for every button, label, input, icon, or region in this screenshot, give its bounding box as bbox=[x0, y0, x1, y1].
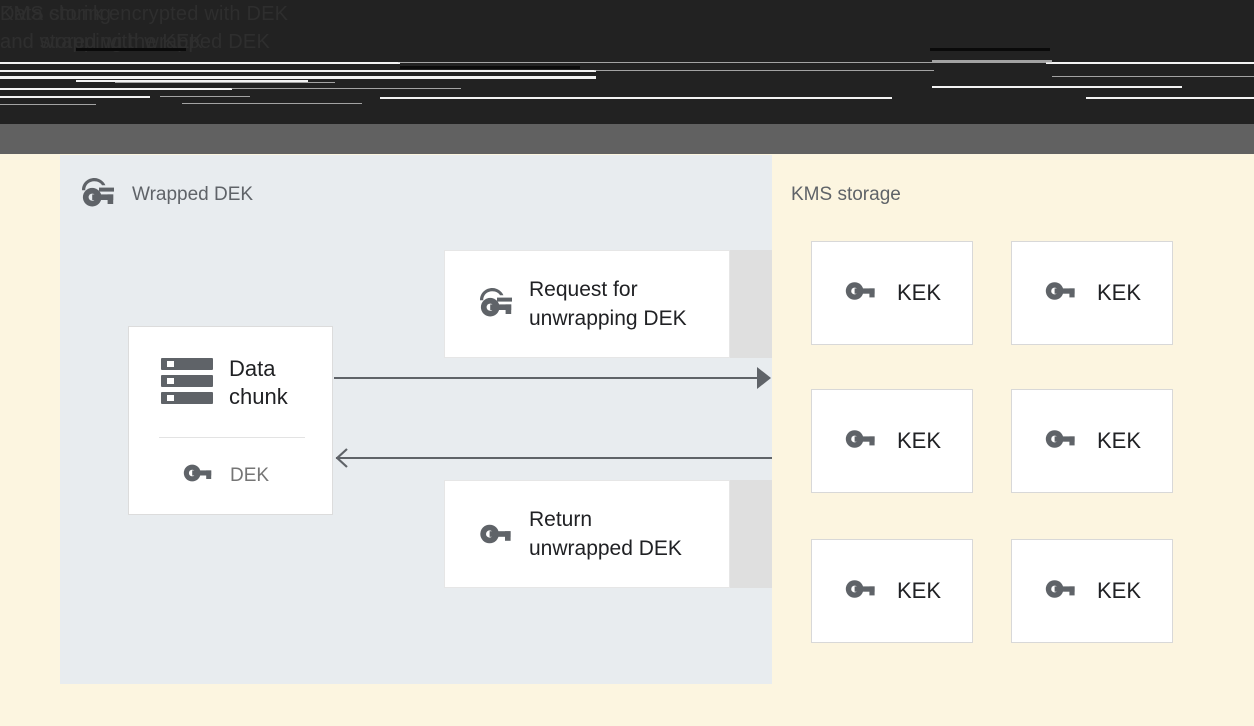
glitch-streak bbox=[115, 82, 335, 83]
kek-card[interactable]: KEK bbox=[811, 389, 973, 493]
glitch-streak bbox=[0, 76, 596, 79]
key-icon bbox=[477, 520, 515, 548]
kek-card-label: KEK bbox=[896, 280, 942, 305]
message-card-return[interactable]: Return unwrapped DEK bbox=[444, 480, 730, 588]
header-caption-left-line2: and stored with wrapped DEK bbox=[0, 31, 270, 53]
data-chunk-label: Data chunk bbox=[229, 356, 288, 409]
key-icon bbox=[843, 576, 879, 607]
key-icon bbox=[1043, 278, 1079, 309]
glitch-streak bbox=[0, 104, 96, 105]
glitch-streak bbox=[380, 97, 892, 99]
kek-card-label: KEK bbox=[1096, 280, 1142, 305]
glitch-streak bbox=[932, 86, 1182, 88]
glitch-streak bbox=[160, 96, 250, 97]
glitch-streak bbox=[0, 88, 232, 90]
header-dark-band: Data chunk encrypted with DEK and stored… bbox=[0, 0, 1254, 124]
data-chunk-row: Data chunk bbox=[159, 355, 324, 411]
kek-card[interactable]: KEK bbox=[811, 241, 973, 345]
kek-card[interactable]: KEK bbox=[811, 539, 973, 643]
kek-card-label: KEK bbox=[1096, 428, 1142, 453]
glitch-streak bbox=[182, 103, 362, 104]
kek-card[interactable]: KEK bbox=[1011, 389, 1173, 493]
header-gray-band bbox=[0, 124, 1254, 154]
header-caption-right-line2: and wrapping the KEK bbox=[0, 31, 204, 53]
key-icon bbox=[181, 460, 215, 491]
message-card-request-label: Request for unwrapping DEK bbox=[529, 278, 687, 330]
header-notch bbox=[0, 118, 62, 124]
glitch-streak bbox=[0, 70, 596, 72]
glitch-streak bbox=[1052, 76, 1254, 77]
glitch-streak bbox=[1086, 97, 1254, 99]
return-arrow-line bbox=[336, 457, 772, 459]
request-arrow-line bbox=[334, 377, 764, 379]
glitch-streak bbox=[76, 80, 308, 82]
data-chunk-dek-label: DEK bbox=[230, 464, 270, 486]
message-card-return-label: Return unwrapped DEK bbox=[529, 508, 682, 560]
data-chunk-card[interactable]: Data chunk DEK bbox=[128, 326, 333, 515]
kek-card[interactable]: KEK bbox=[1011, 539, 1173, 643]
data-chunk-divider bbox=[159, 437, 305, 438]
glitch-streak bbox=[231, 88, 461, 89]
kek-card-label: KEK bbox=[896, 428, 942, 453]
key-icon bbox=[843, 278, 879, 309]
key-icon bbox=[1043, 576, 1079, 607]
key-wrapped-icon bbox=[477, 287, 515, 321]
header-caption-left-line1: Data chunk encrypted with DEK bbox=[0, 3, 289, 25]
glitch-streak bbox=[0, 62, 400, 64]
key-wrapped-icon bbox=[79, 177, 117, 211]
glitch-streak bbox=[400, 66, 580, 69]
header-caption-right: KMS storing and wrapping the KEK bbox=[0, 0, 203, 56]
glitch-streak bbox=[76, 48, 186, 51]
request-arrow-head bbox=[757, 367, 771, 389]
storage-icon bbox=[159, 356, 215, 411]
kek-card-label: KEK bbox=[1096, 578, 1142, 603]
return-arrow-head bbox=[334, 448, 348, 468]
glitch-streak bbox=[932, 60, 1052, 63]
glitch-streak bbox=[930, 48, 1050, 51]
kek-card-label: KEK bbox=[896, 578, 942, 603]
panel-title-wrapped-dek: Wrapped DEK bbox=[132, 184, 254, 205]
glitch-streak bbox=[0, 96, 150, 98]
kek-card[interactable]: KEK bbox=[1011, 241, 1173, 345]
panel-title-kms-storage: KMS storage bbox=[791, 184, 901, 205]
header-caption-left: Data chunk encrypted with DEK and stored… bbox=[0, 0, 288, 56]
glitch-streak bbox=[594, 70, 934, 71]
data-chunk-dek-row: DEK bbox=[181, 460, 269, 491]
message-card-request[interactable]: Request for unwrapping DEK bbox=[444, 250, 730, 358]
glitch-streak bbox=[398, 62, 932, 63]
key-icon bbox=[1043, 426, 1079, 457]
key-icon bbox=[843, 426, 879, 457]
glitch-streak bbox=[1046, 62, 1254, 64]
header-caption-right-line1: KMS storing bbox=[0, 3, 112, 25]
